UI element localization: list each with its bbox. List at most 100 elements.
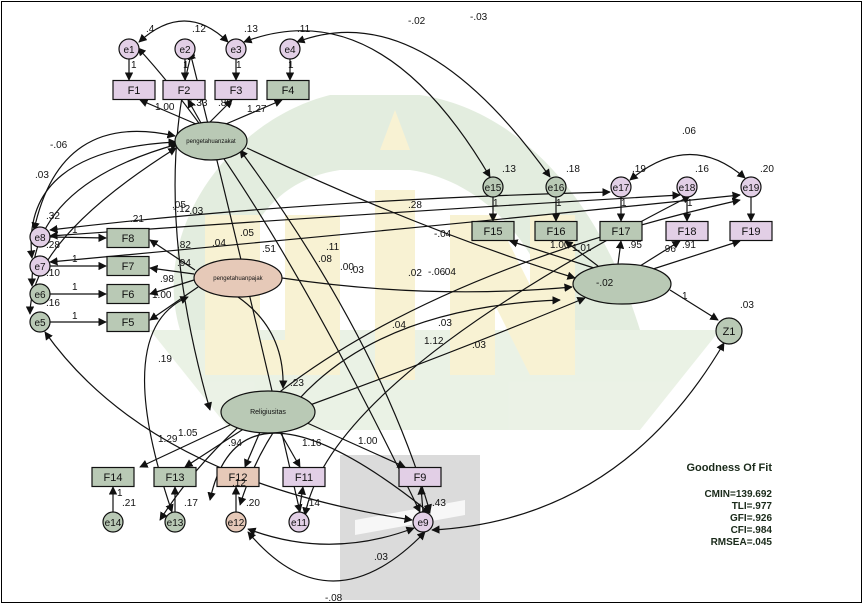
indicator-f12	[216, 466, 260, 488]
estimate-label: 1.00	[152, 290, 172, 301]
estimate-label: -.03	[470, 12, 488, 23]
estimate-label: .03	[35, 170, 49, 181]
estimate-label: .14	[306, 498, 320, 509]
error-label-e6: e6	[34, 290, 46, 301]
estimate-label: 1.33	[188, 98, 208, 109]
estimate-label: 1.12	[424, 336, 444, 347]
estimate-label: .98	[160, 274, 174, 285]
fit-cfi: CFI=.984	[730, 525, 772, 536]
estimate-label: 1	[117, 488, 123, 499]
estimate-label: 1	[183, 60, 189, 71]
indicator-label-f2: F2	[178, 85, 191, 97]
indicator-f6	[106, 283, 150, 305]
path-y-f17	[615, 240, 625, 265]
error-e2	[174, 38, 196, 60]
error-label-z1: Z1	[723, 326, 736, 338]
estimate-label: 1	[72, 311, 78, 322]
cov-e1-e3	[138, 20, 229, 43]
indicator-f13	[153, 466, 197, 488]
estimate-label: 1	[131, 60, 137, 71]
estimate-label: .04	[212, 238, 226, 249]
estimate-label: 1	[493, 198, 499, 209]
estimate-label: .12	[192, 24, 206, 35]
goodness-of-fit-panel: Goodness Of Fit CMIN=139.692 TLI=.977 GF…	[640, 462, 772, 549]
estimate-label: .16	[46, 298, 60, 309]
estimate-label: .11	[326, 242, 340, 253]
estimate-label: -.06	[50, 140, 68, 151]
estimate-label: .18	[566, 164, 580, 175]
indicator-f1	[112, 79, 156, 101]
estimate-labels: .4 .12 .13 .11 -.02 -.03 1 1 1 1 1.00 1.33 .80 1.27 -.…	[35, 12, 774, 604]
error-e19	[740, 176, 762, 198]
estimate-label: .4	[146, 24, 155, 35]
indicator-f2	[162, 79, 206, 101]
estimate-label: 1.27	[247, 104, 267, 115]
estimate-label: .21	[122, 498, 136, 509]
estimate-label: .96	[662, 244, 676, 255]
estimate-label: 1	[556, 198, 562, 209]
indicator-f14	[91, 466, 135, 488]
estimate-label: .03	[740, 300, 754, 311]
indicator-label-f19: F19	[742, 226, 761, 238]
fit-title: Goodness Of Fit	[686, 462, 772, 474]
indicator-label-f4: F4	[282, 85, 295, 97]
latent-label-rel: Religiusitas	[250, 409, 286, 416]
error-label-e15: e15	[485, 183, 502, 194]
path-e8-f8	[49, 233, 107, 243]
indicator-label-f6: F6	[122, 289, 135, 301]
indicator-label-f8: F8	[122, 233, 135, 245]
estimate-label: -.03	[186, 206, 204, 217]
error-e11	[288, 511, 310, 533]
error-e17	[610, 176, 632, 198]
estimate-label: .19	[158, 354, 172, 365]
estimate-label: 1	[687, 198, 693, 209]
estimate-label: .94	[177, 258, 191, 269]
estimate-label: .10	[46, 268, 60, 279]
error-label-e3: e3	[230, 45, 242, 56]
error-e1	[118, 38, 140, 60]
error-e4	[279, 38, 301, 60]
indicator-label-f17: F17	[612, 226, 631, 238]
estimate-label: 1.16	[302, 438, 322, 449]
estimate-label: .20	[760, 164, 774, 175]
cov-e17-e19	[629, 153, 746, 181]
indicator-f15	[471, 220, 515, 242]
estimate-label: 1.01	[572, 243, 592, 254]
indicator-label-f11: F11	[295, 472, 313, 484]
latent-y	[572, 263, 672, 305]
error-label-e2: e2	[179, 45, 191, 56]
estimate-label: 1.00	[155, 102, 175, 113]
indicator-label-f3: F3	[230, 85, 243, 97]
latent-label-pz: pengetahuanzakat	[186, 139, 236, 145]
estimate-label: -.04	[434, 229, 452, 240]
indicator-f18	[665, 220, 709, 242]
indicator-f19	[729, 220, 773, 242]
indicator-label-f18: F18	[678, 226, 697, 238]
estimate-label: 1.00	[550, 240, 570, 251]
error-e12	[225, 511, 247, 533]
estimate-label: .94	[228, 438, 242, 449]
indicator-label-f15: F15	[484, 226, 503, 238]
estimate-label: -.02	[408, 16, 426, 27]
estimate-label: .03	[350, 265, 364, 276]
latent-pp	[193, 258, 283, 298]
indicator-f11	[282, 466, 326, 488]
estimate-label: 1.29	[158, 434, 178, 445]
cov-e12-e9b	[247, 531, 426, 582]
estimate-label: -.06	[428, 267, 446, 278]
indicator-f16	[534, 220, 578, 242]
estimate-label: .05	[240, 228, 254, 239]
error-e16	[545, 176, 567, 198]
indicator-f5	[106, 311, 150, 333]
estimate-label: .04	[392, 320, 406, 331]
estimate-label: -.12	[173, 204, 191, 215]
estimate-label: .80	[218, 98, 232, 109]
estimate-label: .13	[244, 24, 258, 35]
indicator-f17	[599, 220, 643, 242]
estimate-label: .28	[408, 200, 422, 211]
error-e3	[225, 38, 247, 60]
error-label-e19: e19	[743, 183, 760, 194]
estimate-label: .82	[177, 240, 191, 251]
fit-cmin: CMIN=139.692	[704, 489, 772, 500]
